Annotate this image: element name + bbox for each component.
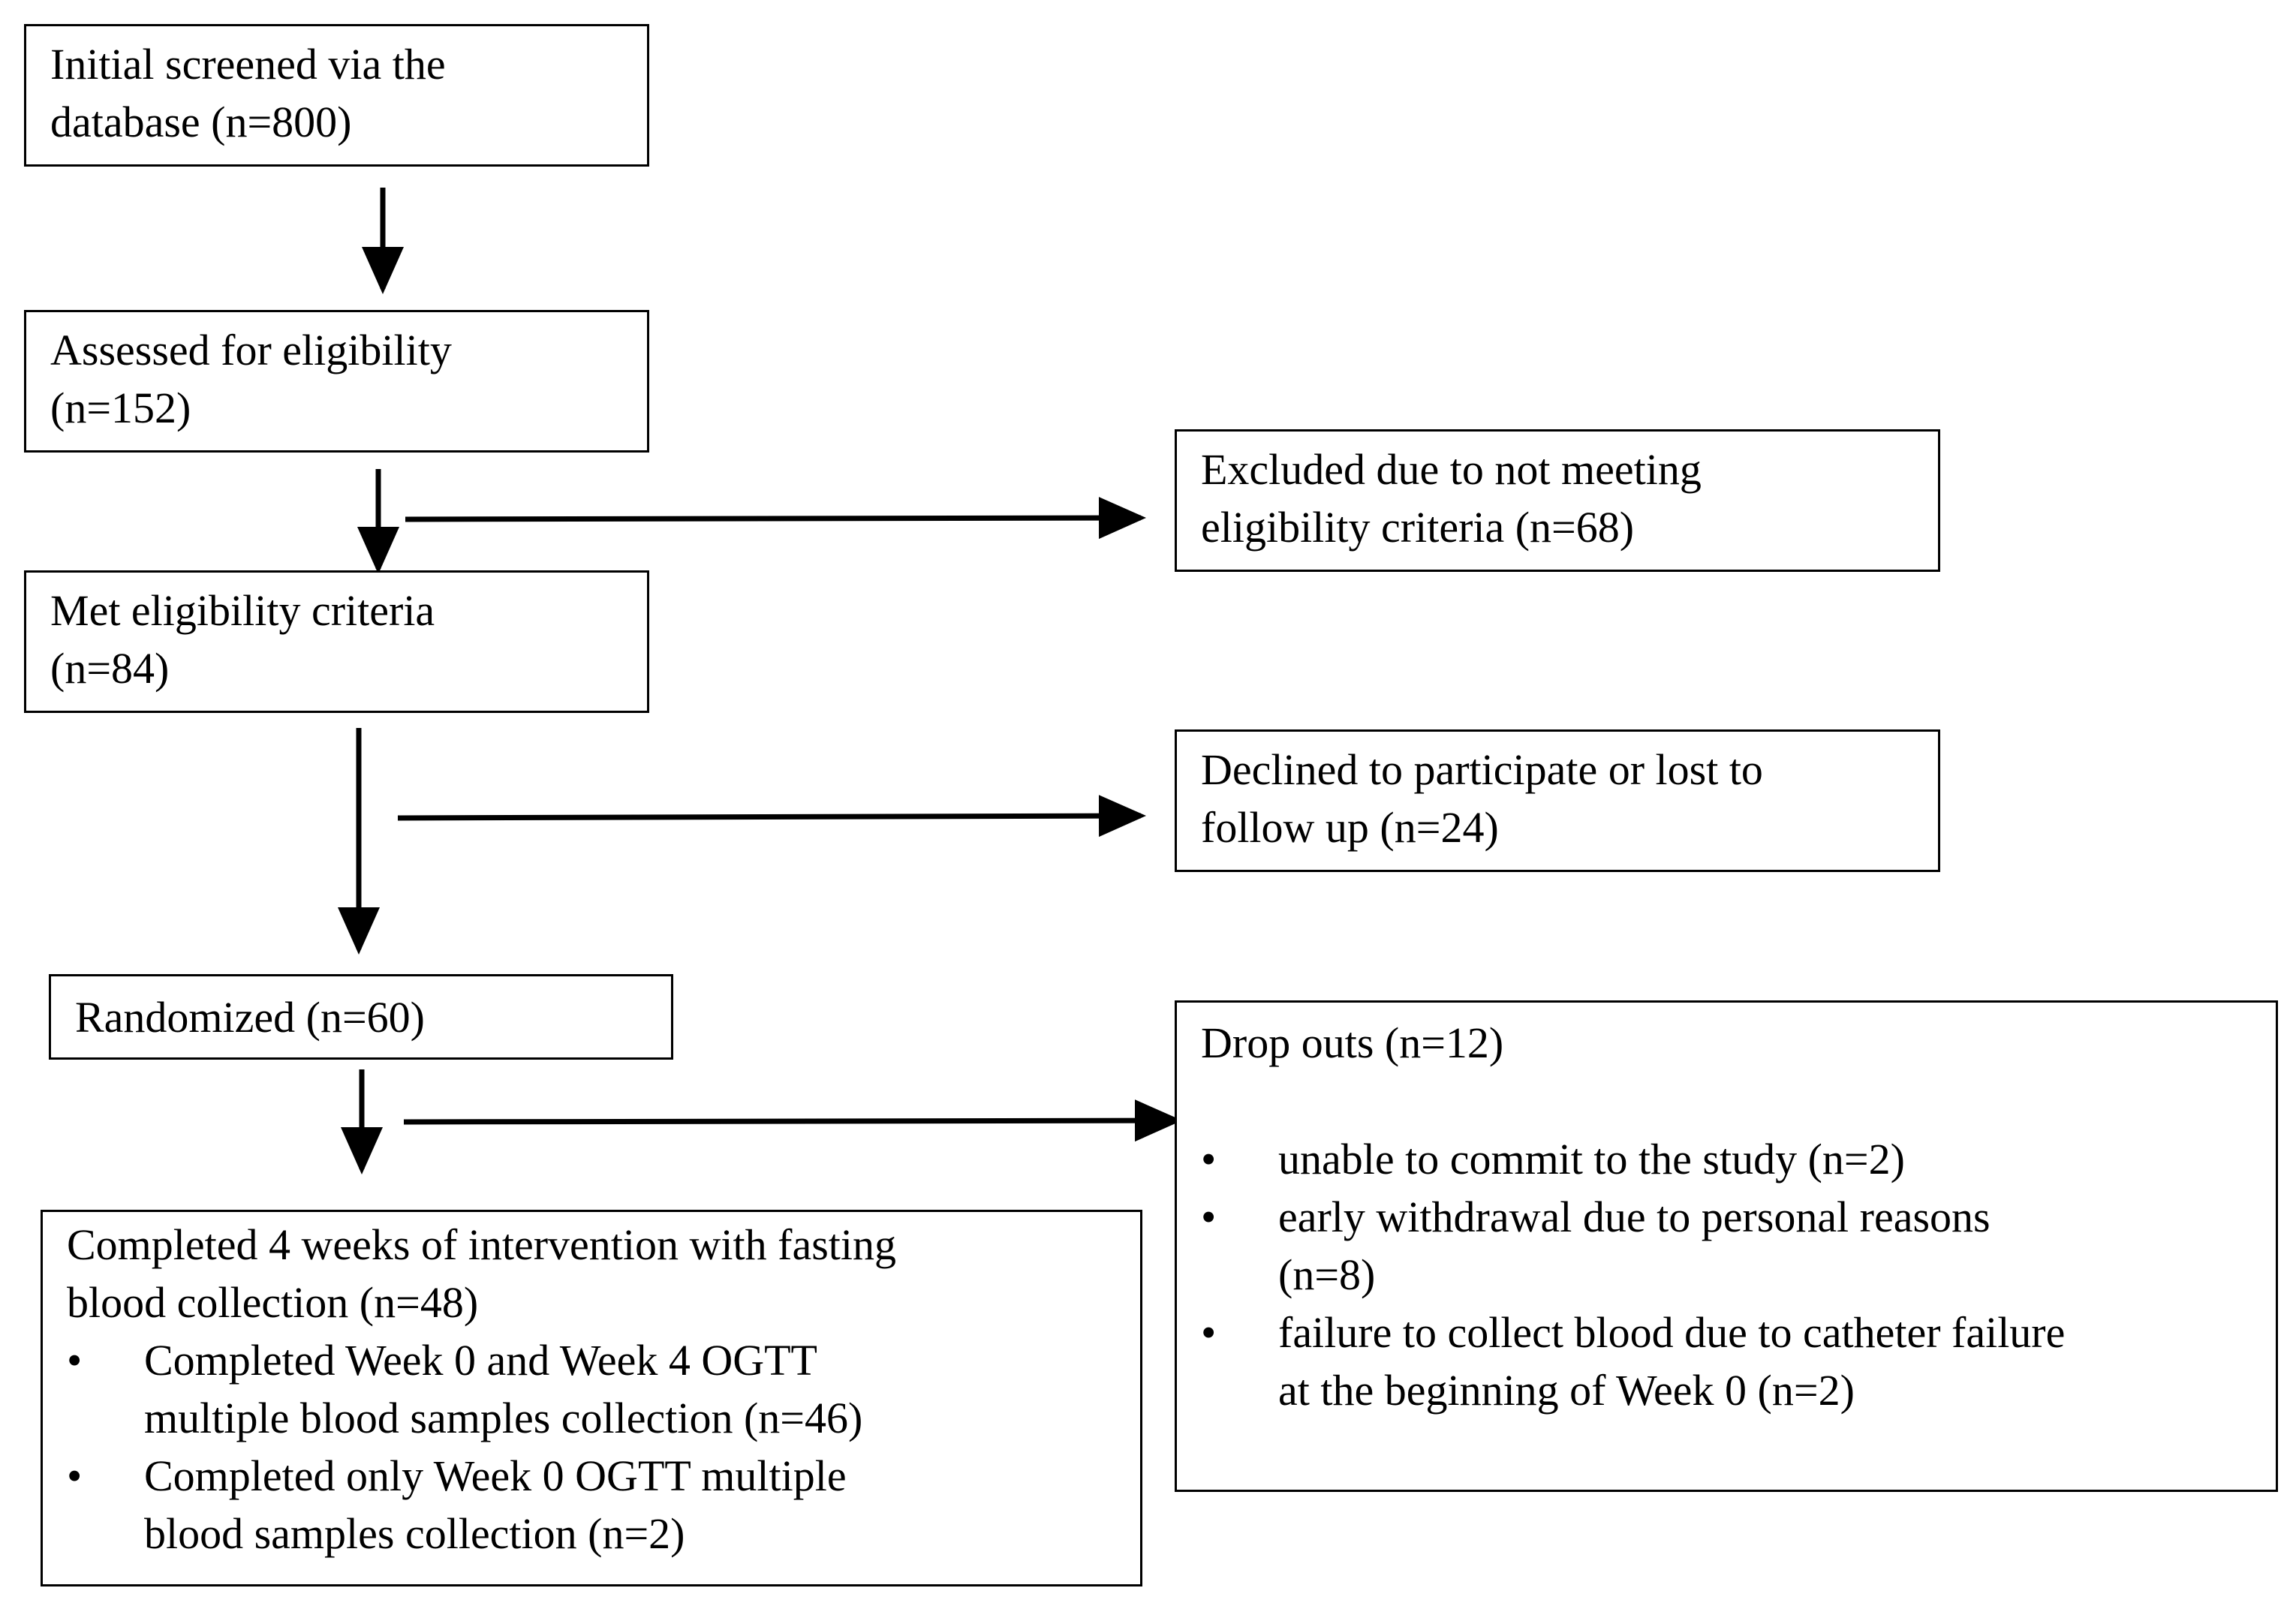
randomized-line1: Randomized (n=60) xyxy=(75,993,425,1042)
met-line2: (n=84) xyxy=(50,644,170,693)
completed-item-2-line2: blood samples collection (n=2) xyxy=(144,1509,685,1558)
box-initial-screened: Initial screened via the database (n=800… xyxy=(24,24,649,167)
completed-line2: blood collection (n=48) xyxy=(67,1278,479,1327)
completed-item-1-line2: multiple blood samples collection (n=46) xyxy=(144,1394,863,1442)
screened-line2: database (n=800) xyxy=(50,98,352,146)
box-met-eligibility: Met eligibility criteria (n=84) xyxy=(24,570,649,713)
arrow-to-declined xyxy=(397,795,1146,838)
dropouts-bullet-1: • xyxy=(1201,1135,1217,1183)
dropouts-title: Drop outs (n=12) xyxy=(1201,1018,1504,1067)
arrow-to-excluded xyxy=(405,497,1146,540)
declined-line2: follow up (n=24) xyxy=(1201,803,1499,852)
box-excluded: Excluded due to not meeting eligibility … xyxy=(1175,429,1940,572)
assessed-line1: Assessed for eligibility xyxy=(50,326,452,374)
dropouts-item-2-line1: early withdrawal due to personal reasons xyxy=(1278,1192,1991,1241)
box-declined: Declined to participate or lost to follo… xyxy=(1175,729,1940,872)
excluded-line1: Excluded due to not meeting xyxy=(1201,445,1702,494)
box-assessed-eligibility: Assessed for eligibility (n=152) xyxy=(24,310,649,453)
dropouts-bullet-3: • xyxy=(1201,1308,1217,1357)
declined-line1: Declined to participate or lost to xyxy=(1201,745,1763,794)
box-completed: Completed 4 weeks of intervention with f… xyxy=(41,1210,1142,1586)
met-line1: Met eligibility criteria xyxy=(50,586,435,635)
dropouts-item-2-line2: (n=8) xyxy=(1278,1250,1376,1299)
dropouts-item-3-line1: failure to collect blood due to catheter… xyxy=(1278,1308,2066,1357)
dropouts-item-1-line1: unable to commit to the study (n=2) xyxy=(1278,1135,1905,1183)
completed-item-2-line1: Completed only Week 0 OGTT multiple xyxy=(144,1451,847,1500)
arrow-to-dropouts xyxy=(403,1099,1182,1142)
completed-bullet-1: • xyxy=(67,1336,83,1385)
screened-line1: Initial screened via the xyxy=(50,40,446,89)
completed-bullet-2: • xyxy=(67,1451,83,1500)
box-dropouts: Drop outs (n=12) • unable to commit to t… xyxy=(1175,1000,2278,1492)
dropouts-bullet-2: • xyxy=(1201,1192,1217,1241)
assessed-line2: (n=152) xyxy=(50,383,191,432)
dropouts-item-3-line2: at the beginning of Week 0 (n=2) xyxy=(1278,1366,1855,1415)
completed-line1: Completed 4 weeks of intervention with f… xyxy=(67,1220,897,1269)
excluded-line2: eligibility criteria (n=68) xyxy=(1201,503,1635,552)
completed-item-1-line1: Completed Week 0 and Week 4 OGTT xyxy=(144,1336,817,1385)
box-randomized: Randomized (n=60) xyxy=(49,974,673,1060)
